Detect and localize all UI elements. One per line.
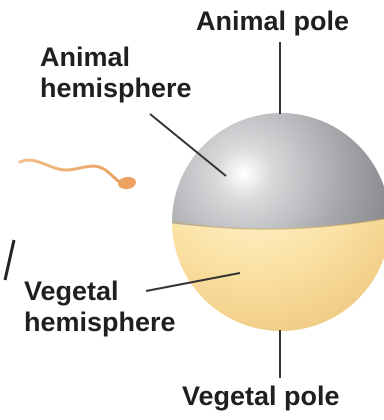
vegetal-pole-text: Vegetal pole: [182, 381, 340, 412]
animal-pole-label: Animal pole: [196, 6, 349, 37]
animal-hemisphere-line-1: Animal: [40, 42, 192, 73]
animal-hemisphere-label: Animal hemisphere: [40, 42, 192, 104]
egg-sphere-icon: [172, 113, 384, 331]
vegetal-hemisphere-line-1: Vegetal: [24, 276, 176, 307]
edge-stroke: [5, 240, 14, 280]
vegetal-pole-label: Vegetal pole: [182, 381, 340, 412]
vegetal-hemisphere-line-2: hemisphere: [24, 307, 176, 338]
vegetal-hemisphere-label: Vegetal hemisphere: [24, 276, 176, 338]
animal-pole-text: Animal pole: [196, 6, 349, 37]
sperm-icon: [20, 160, 137, 190]
animal-hemisphere-line-2: hemisphere: [40, 73, 192, 104]
